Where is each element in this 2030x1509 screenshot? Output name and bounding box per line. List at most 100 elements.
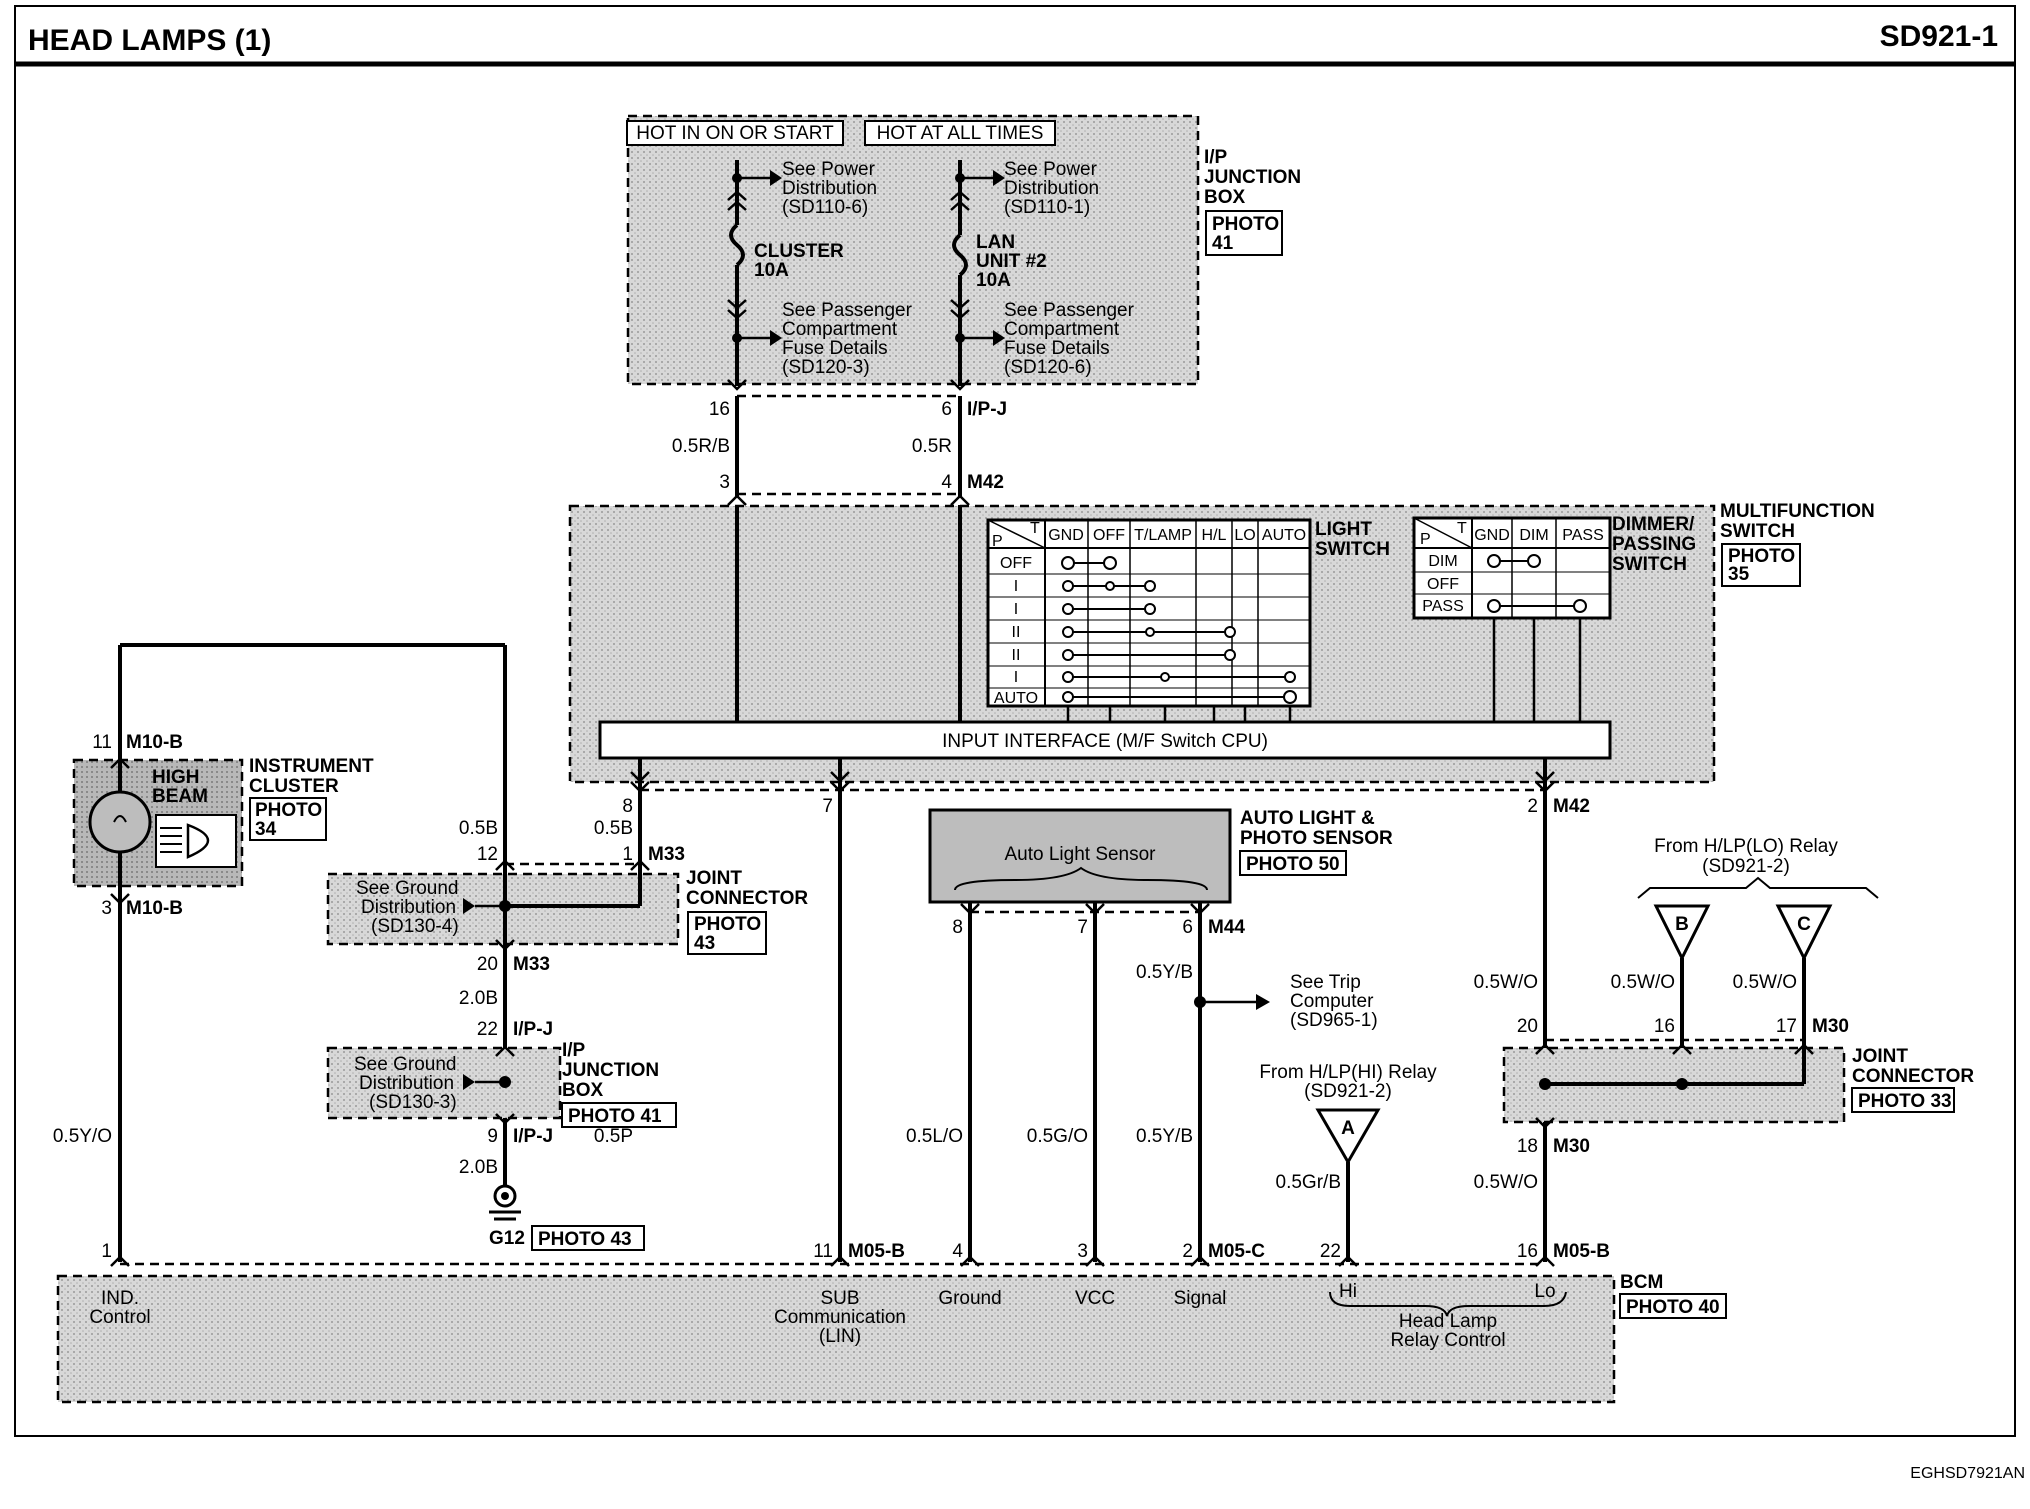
- bcm-pin-4: 4: [952, 1241, 963, 1262]
- wire-05wo-b: 0.5W/O: [1611, 972, 1675, 993]
- svg-text:P: P: [1420, 531, 1431, 548]
- m42-conn-top: M42: [967, 472, 1004, 493]
- wire-05lo: 0.5L/O: [906, 1126, 963, 1147]
- cluster-photo-box: [249, 797, 327, 841]
- ipj-pin-22: 22: [477, 1019, 498, 1040]
- ipj-lower-photo: PHOTO 41: [568, 1106, 662, 1127]
- svg-text:Computer: Computer: [1290, 991, 1374, 1012]
- ipj-ground-ref: See Ground Distribution (SD130-3): [354, 1054, 457, 1113]
- svg-text:Compartment: Compartment: [782, 319, 898, 340]
- svg-text:See Ground: See Ground: [356, 878, 458, 899]
- wire-05p: 0.5P: [594, 1126, 633, 1147]
- bcm-ground: Ground: [938, 1288, 1001, 1309]
- svg-text:DIM: DIM: [1519, 527, 1548, 544]
- relay-lo-label: From H/LP(LO) Relay (SD921-2): [1654, 836, 1838, 877]
- svg-text:43: 43: [694, 933, 715, 954]
- svg-text:34: 34: [255, 819, 277, 840]
- svg-text:(SD120-3): (SD120-3): [782, 357, 870, 378]
- bcm-pin-2: 2: [1182, 1241, 1193, 1262]
- svg-text:(SD110-6): (SD110-6): [782, 197, 868, 218]
- ground-g12: G12: [489, 1228, 525, 1249]
- m30-pin-16: 16: [1654, 1016, 1675, 1037]
- m30-photo-box: [1851, 1087, 1955, 1113]
- bcm-lo: Lo: [1534, 1281, 1555, 1302]
- svg-text:P: P: [992, 533, 1003, 550]
- wire-05wo-c: 0.5W/O: [1733, 972, 1797, 993]
- bcm-label: BCM: [1620, 1272, 1663, 1293]
- wire-05go: 0.5G/O: [1027, 1126, 1088, 1147]
- m30-conn: M30: [1812, 1016, 1849, 1037]
- m33-pin-20: 20: [477, 954, 498, 975]
- m30-pin-18: 18: [1517, 1136, 1538, 1157]
- svg-text:From H/LP(HI) Relay: From H/LP(HI) Relay: [1259, 1062, 1437, 1083]
- wire-05wo-top: 0.5W/O: [1474, 972, 1538, 993]
- svg-text:OFF: OFF: [1000, 555, 1032, 572]
- svg-text:Distribution: Distribution: [359, 1073, 454, 1094]
- svg-text:JOINT: JOINT: [686, 868, 742, 889]
- svg-text:(SD965-1): (SD965-1): [1290, 1010, 1378, 1031]
- svg-text:BOX: BOX: [562, 1080, 604, 1101]
- svg-text:IND.: IND.: [101, 1288, 139, 1309]
- mfs-photo: PHOTO: [1728, 546, 1795, 567]
- svg-text:SWITCH: SWITCH: [1720, 521, 1795, 542]
- sensor-photo-box: [1239, 850, 1347, 876]
- connector-a: A: [1341, 1118, 1355, 1139]
- ip-junction-box-lower: [326, 1046, 562, 1120]
- pin-16: 16: [709, 399, 730, 420]
- svg-text:GND: GND: [1474, 527, 1510, 544]
- high-beam-indicator-icon: [155, 814, 237, 868]
- bcm-sub-comm: SUB Communication (LIN): [774, 1288, 906, 1347]
- m30-label: JOINT CONNECTOR: [1852, 1046, 1974, 1087]
- hot-always-label: HOT AT ALL TIMES: [877, 123, 1044, 144]
- ip-jb-photo-box: [1205, 210, 1283, 256]
- sensor-pin-8: 8: [952, 917, 963, 938]
- ground-g12-icon: [489, 1184, 521, 1221]
- m33-photo-box: [687, 911, 767, 955]
- pin-4: 4: [941, 472, 952, 493]
- bcm-ind-control: IND. Control: [89, 1288, 150, 1328]
- left-fuse-detail-ref: See Passenger Compartment Fuse Details (…: [782, 300, 913, 378]
- ipj-conn-22: I/P-J: [513, 1019, 553, 1040]
- m33-label: JOINT CONNECTOR: [686, 868, 808, 909]
- wire-05yo: 0.5Y/O: [53, 1126, 112, 1147]
- ipj-lower-label: I/P JUNCTION BOX: [562, 1040, 659, 1101]
- wire-05grb: 0.5Gr/B: [1276, 1172, 1341, 1193]
- cluster-conn-bot: M10-B: [126, 898, 183, 919]
- svg-text:See Power: See Power: [782, 159, 876, 180]
- bcm-signal: Signal: [1174, 1288, 1227, 1309]
- relay-hi-label: From H/LP(HI) Relay (SD921-2): [1259, 1062, 1437, 1102]
- sensor-photo: PHOTO 50: [1246, 854, 1340, 875]
- svg-text:T: T: [1457, 520, 1467, 537]
- svg-text:PASSING: PASSING: [1612, 534, 1696, 555]
- bcm-pin-16: 16: [1517, 1241, 1538, 1262]
- svg-text:Control: Control: [89, 1307, 150, 1328]
- svg-text:(SD921-2): (SD921-2): [1304, 1081, 1392, 1102]
- svg-text:PHOTO SENSOR: PHOTO SENSOR: [1240, 828, 1393, 849]
- wire-05b-right: 0.5B: [594, 818, 633, 839]
- svg-text:Distribution: Distribution: [782, 178, 877, 199]
- svg-text:35: 35: [1728, 564, 1750, 585]
- svg-text:CONNECTOR: CONNECTOR: [686, 888, 808, 909]
- svg-text:AUTO: AUTO: [994, 690, 1038, 707]
- svg-text:CLUSTER: CLUSTER: [249, 776, 339, 797]
- svg-text:DIM: DIM: [1428, 553, 1457, 570]
- ipj-lower-photo-box: [561, 1102, 677, 1128]
- svg-text:I: I: [1014, 601, 1018, 618]
- wire-20b-bot: 2.0B: [459, 1157, 498, 1178]
- sensor-label: AUTO LIGHT & PHOTO SENSOR: [1240, 808, 1393, 849]
- high-beam-lamp-icon: [88, 790, 152, 854]
- cluster-pin-3: 3: [101, 898, 112, 919]
- m30-photo: PHOTO 33: [1858, 1091, 1952, 1112]
- svg-text:(SD110-1): (SD110-1): [1004, 197, 1090, 218]
- ip-jb-photo: PHOTO: [1212, 214, 1279, 235]
- ipj-conn-9: I/P-J: [513, 1126, 553, 1147]
- svg-text:CONNECTOR: CONNECTOR: [1852, 1066, 1974, 1087]
- svg-text:HIGH: HIGH: [152, 767, 200, 788]
- svg-text:I/P: I/P: [1204, 147, 1228, 168]
- connector-c-icon: [1775, 904, 1833, 962]
- svg-text:(SD130-4): (SD130-4): [371, 916, 459, 937]
- bcm-relay-control: Head Lamp Relay Control: [1390, 1311, 1505, 1351]
- right-fuse-detail-ref: See Passenger Compartment Fuse Details (…: [1004, 300, 1135, 378]
- trip-computer-ref: See Trip Computer (SD965-1): [1290, 972, 1378, 1031]
- m33-ground-ref: See Ground Distribution (SD130-4): [356, 878, 459, 937]
